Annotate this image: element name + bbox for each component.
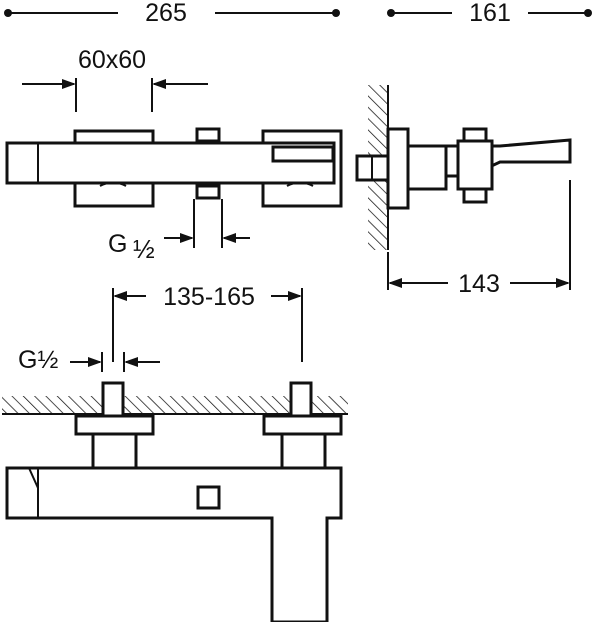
thread-dimension-bottom: G½ [18,346,160,374]
dimension-265: 265 [4,0,340,27]
dimension-135-165: 135-165 [112,283,303,362]
dimension-161: 161 [387,0,592,27]
dimension-60x60: 60x60 [22,46,208,112]
front-view-top [5,127,343,208]
dimension-161-label: 161 [469,0,511,27]
thread-top-label: G [108,230,127,258]
dimension-60x60-label: 60x60 [78,46,146,74]
side-view [355,85,572,250]
dimension-143: 143 [387,180,571,298]
dimension-265-label: 265 [145,0,187,27]
plan-view-bottom [2,381,348,622]
thread-top-fraction: ½ [133,234,155,264]
thread-dimension-top: G ½ [108,199,250,264]
dimension-135-165-label: 135-165 [163,283,255,311]
thread-bottom-label: G½ [18,346,58,374]
dimension-143-label: 143 [458,270,500,298]
